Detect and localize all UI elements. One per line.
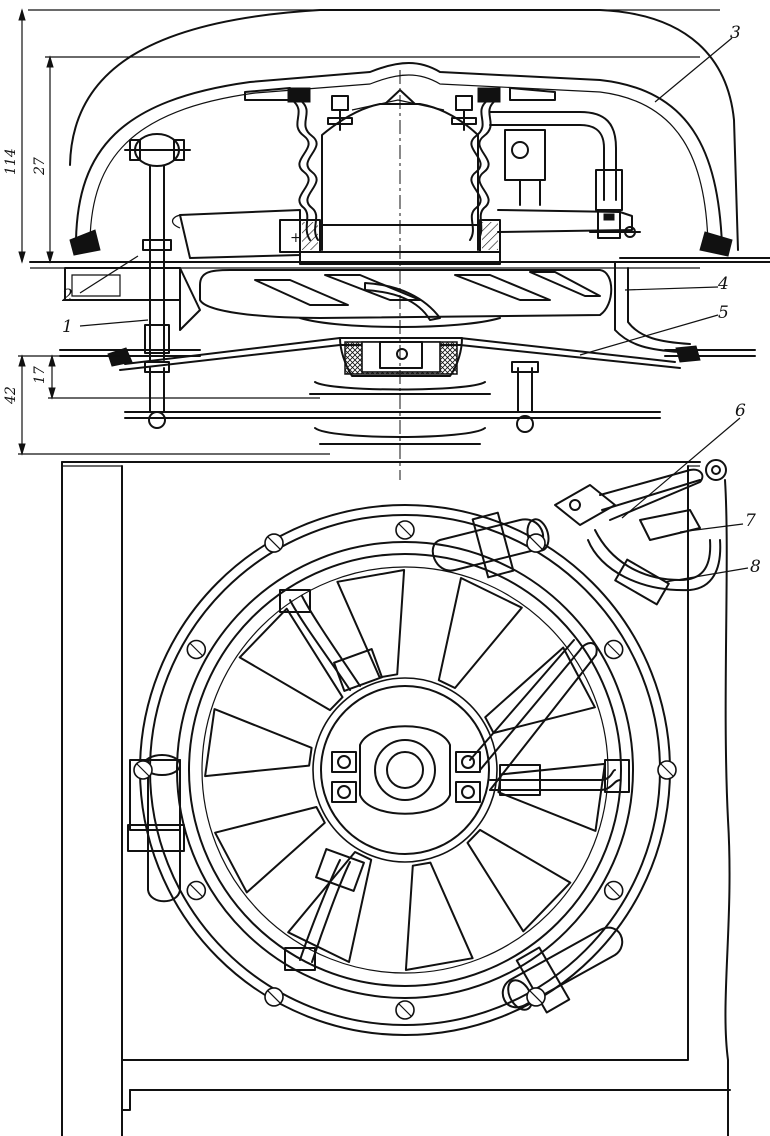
dimension-lines	[18, 8, 720, 456]
callout-4: 4	[717, 274, 729, 294]
callout-1: 1	[62, 317, 73, 337]
fan-blade	[466, 828, 572, 933]
svg-text:+: +	[290, 230, 302, 246]
ring-bolt	[264, 987, 284, 1007]
callout-2: 2	[61, 286, 73, 306]
hub-outer	[312, 677, 498, 863]
fan-blades	[204, 569, 606, 971]
mounting-stud-left	[124, 133, 191, 429]
ring-bolt	[526, 533, 546, 553]
ring-bolt	[526, 987, 546, 1007]
impeller-part-4	[199, 269, 613, 328]
ring-bolt	[133, 760, 153, 780]
bellows-right	[469, 99, 489, 241]
motor-bolt-left	[327, 95, 353, 131]
fan-blade	[437, 577, 523, 689]
ring-bolt	[395, 520, 415, 540]
fan-blade	[287, 851, 373, 963]
plan-view	[61, 459, 731, 1136]
ring-bolt	[657, 760, 677, 780]
fan-blade	[336, 569, 406, 679]
ring-bolt	[186, 880, 207, 901]
dim-overall-bottom: 42	[3, 386, 19, 405]
fan-blade	[238, 607, 344, 712]
ring-bolt	[603, 639, 624, 660]
shroud-part-3	[75, 62, 723, 246]
fan-blade	[484, 646, 596, 734]
dim-lower: 17	[32, 366, 48, 384]
dim-upper: 27	[32, 157, 48, 176]
ring-bolt	[603, 880, 624, 901]
callout-5: 5	[718, 303, 729, 323]
fan-blade	[214, 806, 326, 894]
outer-dome	[69, 9, 739, 251]
fan-blade	[497, 762, 606, 832]
callout-3: 3	[730, 23, 741, 43]
ring-bolts	[133, 520, 677, 1020]
callout-6: 6	[735, 401, 746, 421]
section-view: +	[18, 8, 770, 480]
bellows-left	[299, 99, 319, 241]
ring-bolt	[186, 639, 207, 660]
leader-lines	[79, 37, 749, 583]
fan-blade	[404, 861, 474, 971]
callout-8: 8	[750, 557, 761, 577]
callout-7: 7	[745, 511, 756, 531]
dim-overall-top: 114	[3, 148, 19, 175]
ring-bolt	[264, 533, 284, 553]
fan-blade	[204, 708, 313, 778]
motor-bolt-right	[451, 95, 477, 131]
ring-bolt	[395, 1000, 415, 1020]
